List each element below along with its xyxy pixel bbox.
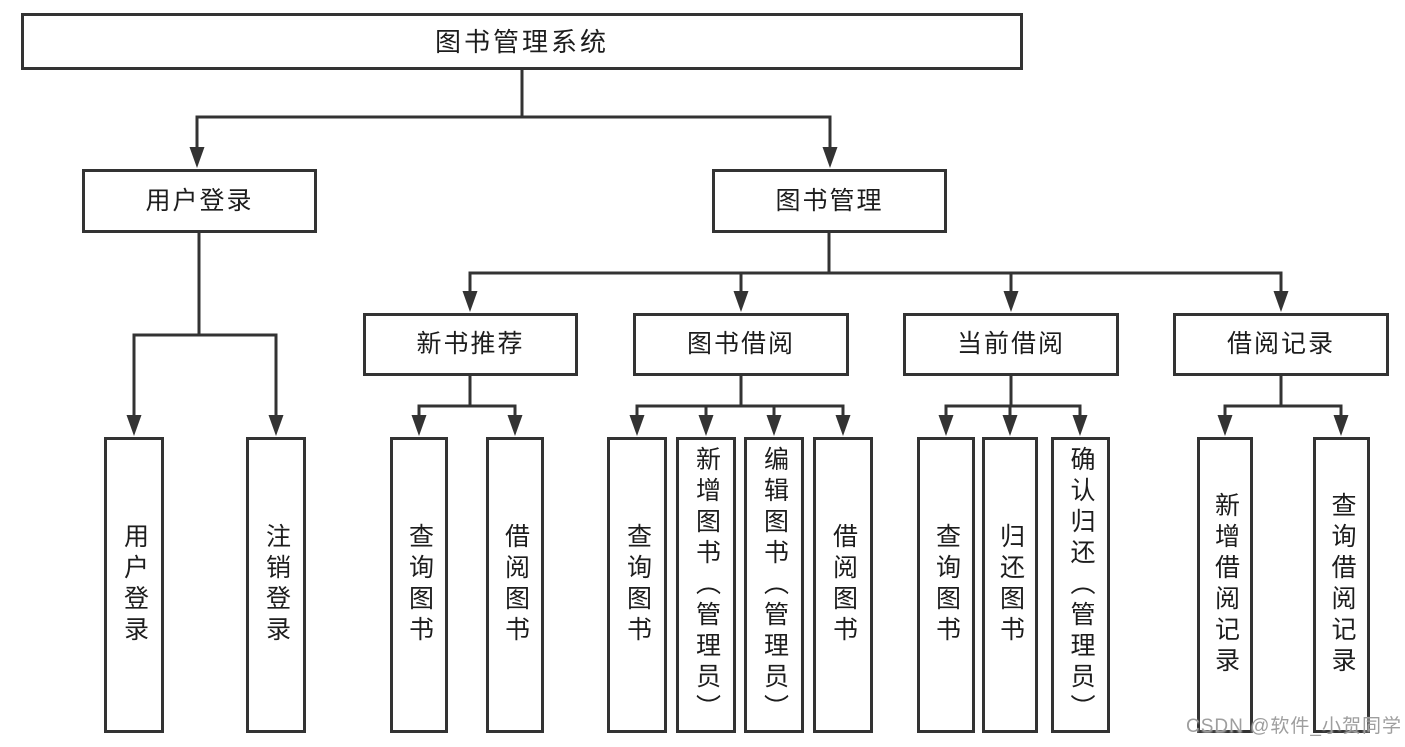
node-label: 借阅图书 <box>501 523 530 647</box>
leaf-current-confirm-return-admin: 确认归还（管理员） <box>1051 437 1110 733</box>
node-user-login: 用户登录 <box>82 169 317 233</box>
leaf-logout: 注销登录 <box>246 437 306 733</box>
node-current-borrow: 当前借阅 <box>903 313 1119 376</box>
leaf-borrow-query-books: 查询图书 <box>607 437 667 733</box>
node-label: 用户登录 <box>120 523 149 647</box>
csdn-watermark: CSDN @软件_小贺同学 <box>1186 716 1402 737</box>
leaf-records-add-borrow-record: 新增借阅记录 <box>1197 437 1253 733</box>
node-label: 编辑图书（管理员） <box>760 445 789 725</box>
node-label: 查询图书 <box>932 523 961 647</box>
node-book-borrow: 图书借阅 <box>633 313 849 376</box>
node-label: 归还图书 <box>996 523 1025 647</box>
node-label: 借阅图书 <box>829 523 858 647</box>
node-label: 当前借阅 <box>956 330 1065 358</box>
node-label: 新增借阅记录 <box>1211 492 1240 678</box>
node-label: 用户登录 <box>145 186 254 215</box>
node-label: 新书推荐 <box>416 330 525 358</box>
leaf-current-query-books: 查询图书 <box>917 437 975 733</box>
node-borrow-records: 借阅记录 <box>1173 313 1389 376</box>
leaf-user-login: 用户登录 <box>104 437 164 733</box>
leaf-borrow-borrow-books: 借阅图书 <box>813 437 873 733</box>
node-library-management-system: 图书管理系统 <box>21 13 1023 70</box>
leaf-borrow-edit-books-admin: 编辑图书（管理员） <box>744 437 804 733</box>
node-label: 图书管理系统 <box>434 26 609 57</box>
node-label: 确认归还（管理员） <box>1067 445 1095 725</box>
leaf-new-book-borrow-books: 借阅图书 <box>486 437 544 733</box>
node-label: 图书借阅 <box>686 330 795 358</box>
node-new-book-recommend: 新书推荐 <box>363 313 578 376</box>
leaf-current-return-books: 归还图书 <box>982 437 1038 733</box>
node-label: 借阅记录 <box>1226 330 1335 358</box>
node-label: 注销登录 <box>262 523 291 647</box>
node-label: 查询图书 <box>623 523 652 647</box>
node-label: 查询图书 <box>405 523 434 647</box>
node-label: 新增图书（管理员） <box>692 445 721 725</box>
node-label: 查询借阅记录 <box>1328 492 1356 678</box>
leaf-records-query-borrow-record: 查询借阅记录 <box>1313 437 1370 733</box>
leaf-new-book-query-books: 查询图书 <box>390 437 448 733</box>
leaf-borrow-add-books-admin: 新增图书（管理员） <box>676 437 736 733</box>
node-label: 图书管理 <box>775 186 884 215</box>
node-book-management: 图书管理 <box>712 169 947 233</box>
